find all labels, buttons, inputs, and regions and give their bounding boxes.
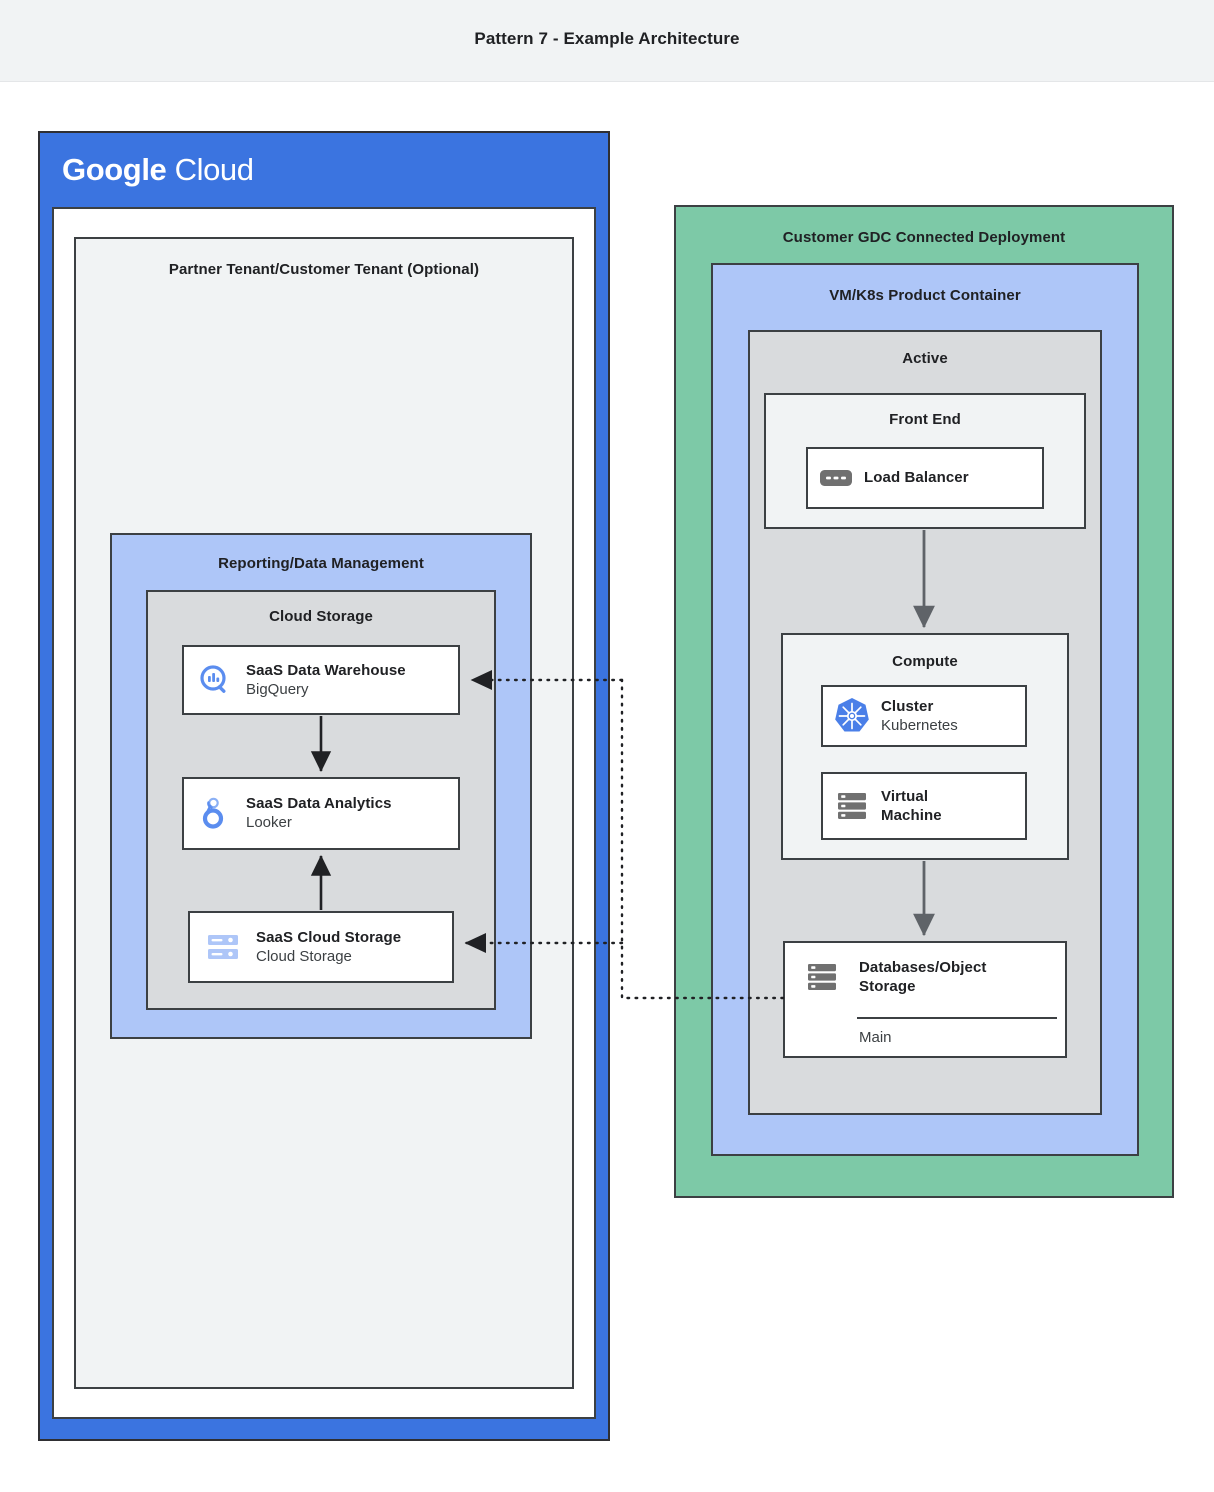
title-bar: Pattern 7 - Example Architecture	[0, 0, 1214, 82]
reporting-data-management-label: Reporting/Data Management	[218, 555, 424, 572]
node-title: Cluster	[881, 697, 934, 715]
node-cluster-kubernetes[interactable]: Cluster Kubernetes	[821, 685, 1027, 747]
compute-label: Compute	[892, 653, 958, 670]
node-title: SaaS Data Analytics	[246, 795, 392, 813]
node-title: SaaS Cloud Storage	[256, 928, 402, 946]
virtual-machine-icon	[823, 786, 881, 826]
node-subtitle: BigQuery	[246, 680, 309, 698]
node-saas-data-analytics[interactable]: SaaS Data Analytics Looker	[182, 777, 460, 850]
node-subtitle: Looker	[246, 814, 292, 832]
node-title: Load Balancer	[864, 469, 969, 487]
google-cloud-logo-google: Google	[62, 152, 167, 187]
cloud-storage-icon	[190, 930, 256, 964]
node-subtitle: Kubernetes	[881, 716, 958, 734]
kubernetes-icon	[823, 695, 881, 737]
google-cloud-logo: Google Cloud	[62, 152, 254, 188]
google-cloud-logo-cloud: Cloud	[174, 152, 254, 187]
front-end-label: Front End	[889, 411, 961, 428]
cloud-storage-group-label: Cloud Storage	[269, 608, 373, 625]
node-subtitle: Cloud Storage	[256, 947, 352, 965]
active-zone-label: Active	[902, 350, 948, 367]
node-databases-object-storage[interactable]: Databases/Object Storage Main	[783, 941, 1067, 1058]
node-saas-data-warehouse[interactable]: SaaS Data Warehouse BigQuery	[182, 645, 460, 715]
node-title: SaaS Data Warehouse	[246, 661, 406, 679]
bigquery-icon	[184, 662, 246, 698]
looker-icon	[184, 795, 246, 833]
node-title-line1: Virtual	[881, 787, 929, 805]
node-load-balancer[interactable]: Load Balancer	[806, 447, 1044, 509]
database-footer-label: Main	[859, 1029, 892, 1046]
node-title-line2: Machine	[881, 807, 942, 824]
vm-k8s-product-container-label: VM/K8s Product Container	[829, 287, 1021, 304]
node-saas-cloud-storage[interactable]: SaaS Cloud Storage Cloud Storage	[188, 911, 454, 983]
partner-tenant-label: Partner Tenant/Customer Tenant (Optional…	[168, 261, 480, 278]
page-title: Pattern 7 - Example Architecture	[474, 29, 740, 48]
node-title-line2: Storage	[859, 978, 916, 995]
database-divider	[857, 1017, 1057, 1019]
load-balancer-icon	[808, 467, 864, 489]
node-title-line1: Databases/Object	[859, 958, 987, 976]
node-virtual-machine[interactable]: Virtual Machine	[821, 772, 1027, 840]
database-icon	[785, 957, 859, 997]
customer-gdc-deployment-label: Customer GDC Connected Deployment	[782, 229, 1066, 246]
